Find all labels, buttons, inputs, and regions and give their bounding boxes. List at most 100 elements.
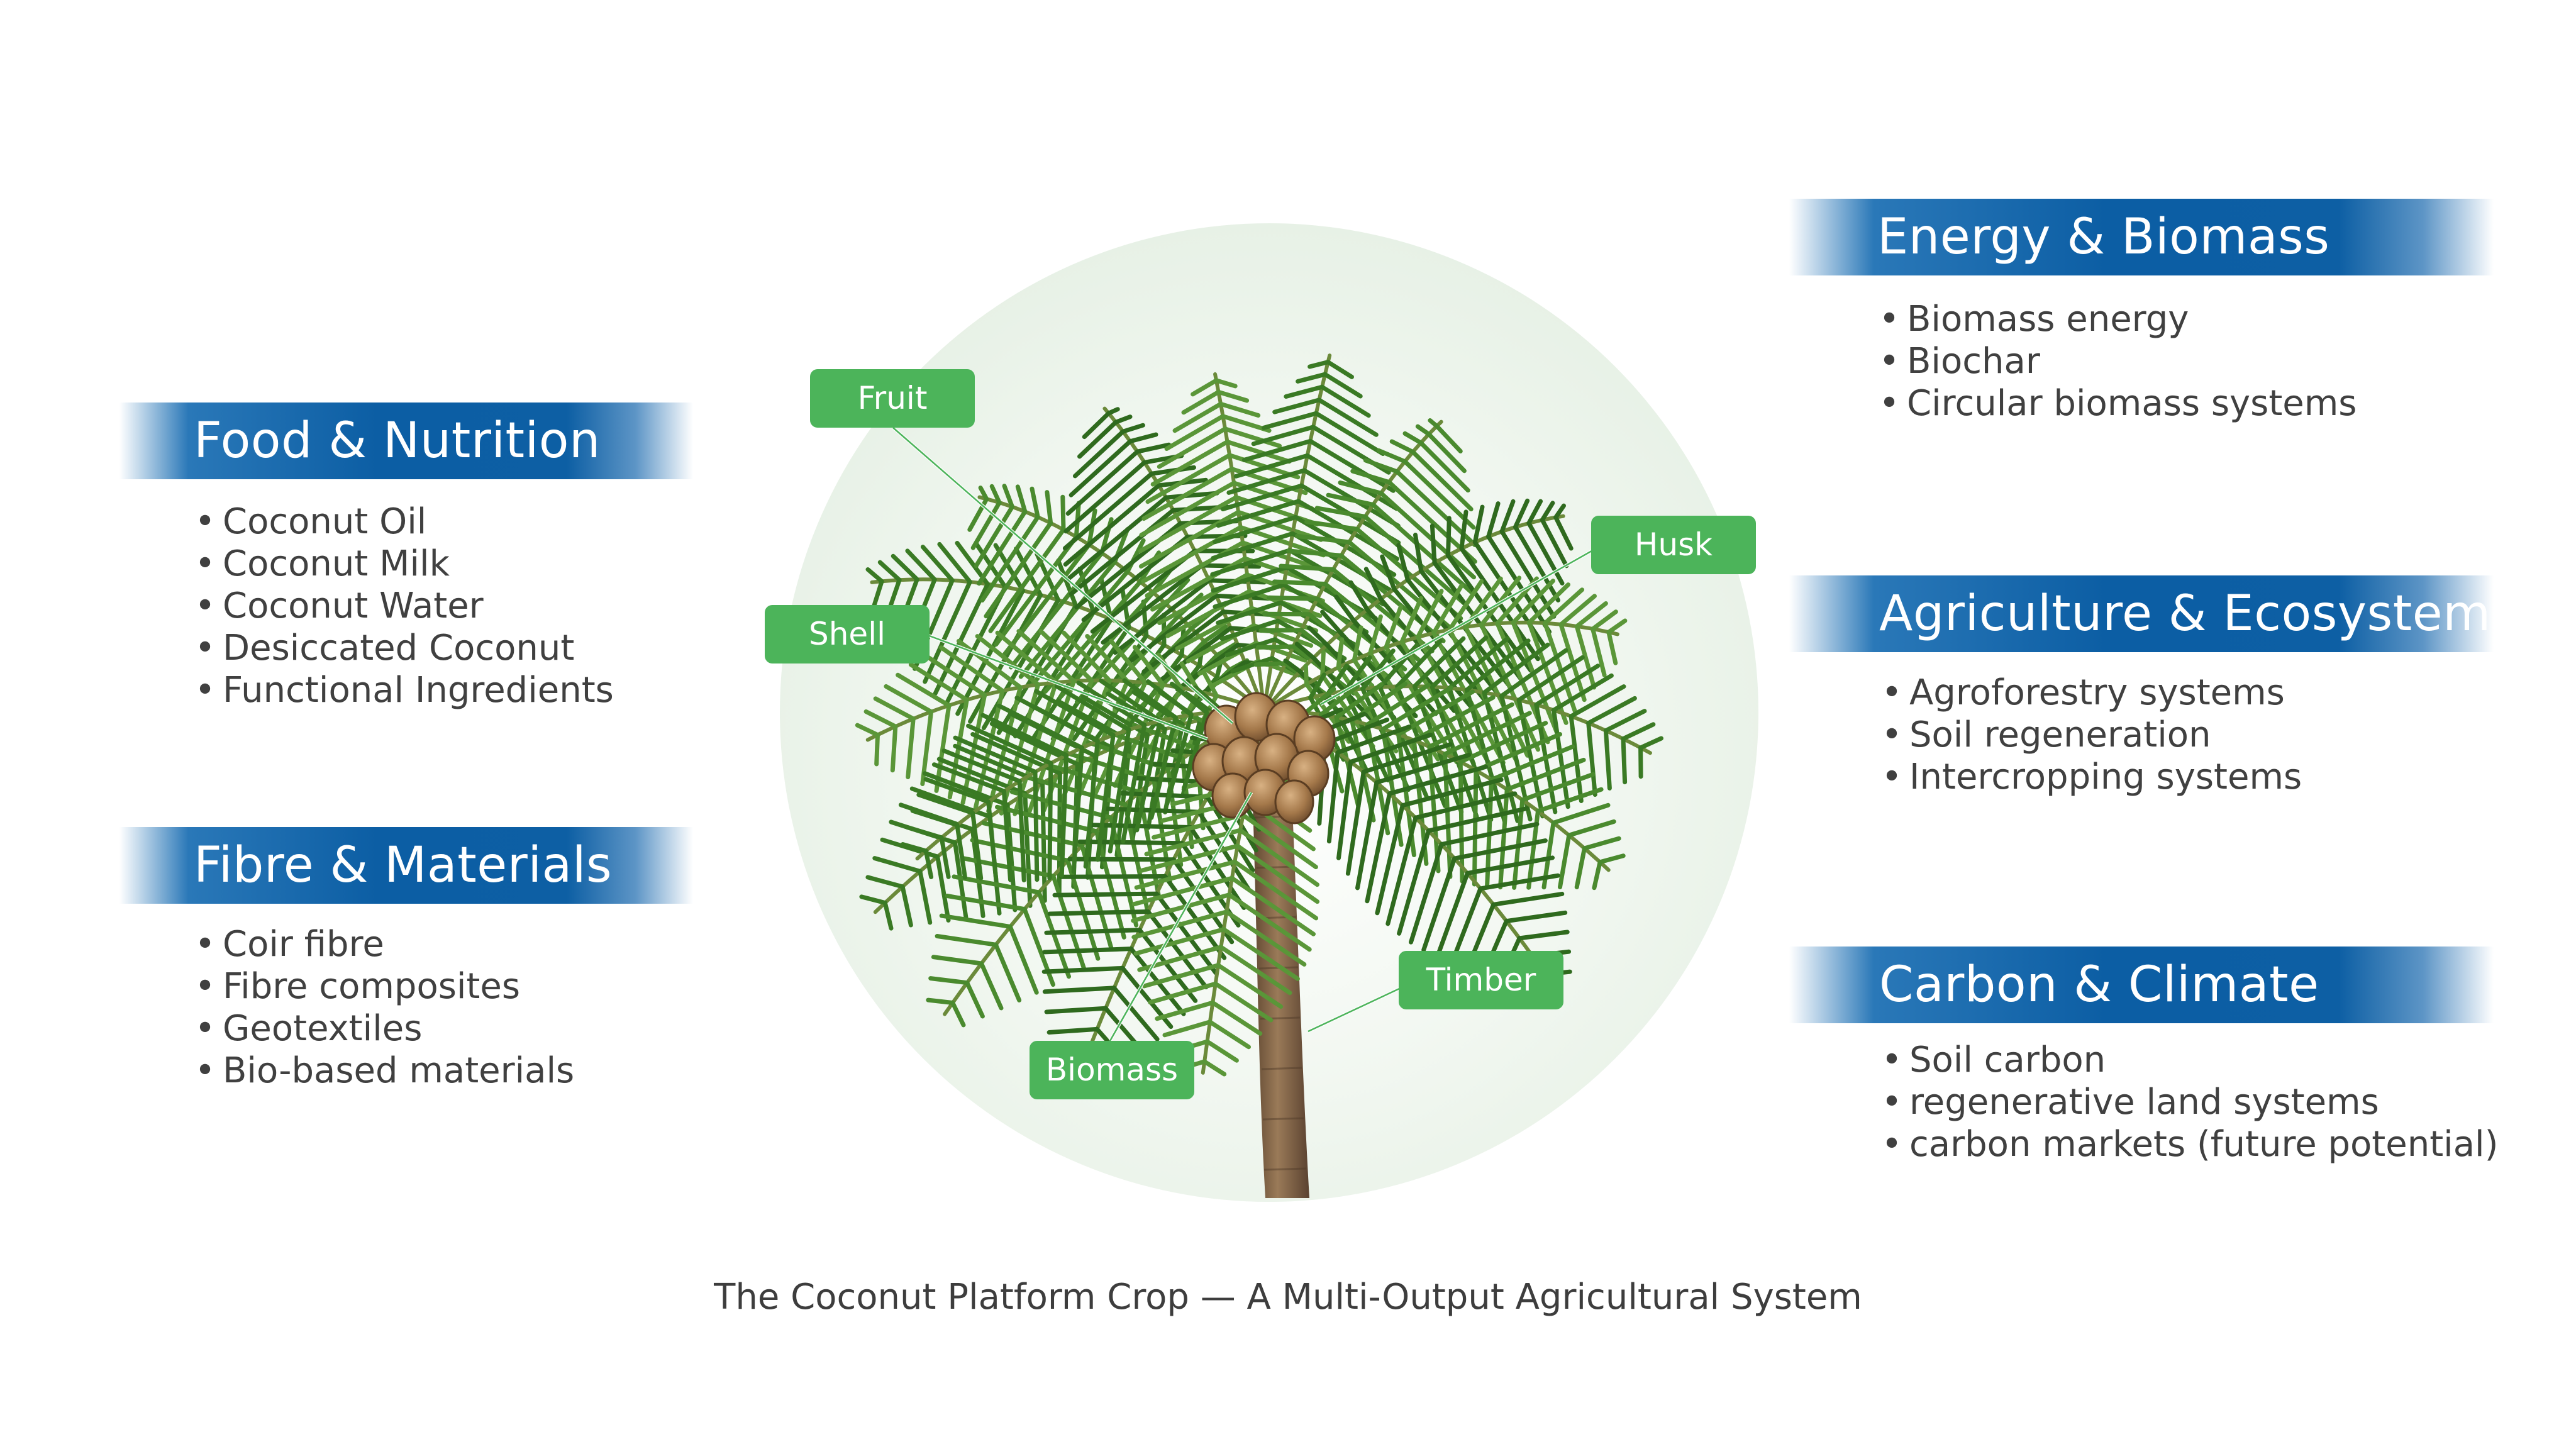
- frond-leaflet: [1426, 431, 1467, 474]
- frond-leaflet: [1191, 378, 1219, 397]
- frond-leaflet: [1374, 753, 1472, 785]
- frond-leaflet: [1165, 713, 1194, 806]
- frond-leaflet: [1211, 565, 1289, 593]
- frond-leaflet: [1057, 678, 1112, 809]
- frond-leaflet: [1499, 499, 1516, 534]
- frond-leaflet: [1379, 491, 1476, 580]
- frond-leaflet: [1150, 440, 1230, 487]
- frond-leaflet: [1241, 813, 1318, 870]
- frond-leaflet: [980, 713, 1069, 758]
- frond-leaflet: [1296, 372, 1328, 384]
- frond-leaflet: [1376, 448, 1407, 464]
- frond-leaflet: [1319, 384, 1371, 418]
- frond-leaflet: [928, 976, 970, 985]
- frond-leaflet: [1443, 711, 1532, 757]
- frond-leaflet: [1002, 484, 1014, 509]
- frond-leaflet: [939, 835, 951, 879]
- frond-leaflet: [953, 735, 1038, 774]
- frond-leaflet: [1009, 789, 1113, 820]
- frond-leaflet: [1141, 609, 1226, 674]
- frond-leaflet: [1113, 578, 1211, 655]
- frond-leaflet: [1384, 604, 1403, 650]
- frond-leaflet: [1336, 760, 1353, 860]
- frond-leaflet: [1038, 629, 1094, 683]
- frond-leaflet: [1132, 645, 1165, 687]
- frond-leaflet: [1126, 593, 1219, 665]
- frond-leaflet: [1543, 621, 1577, 714]
- list-item: carbon markets (future potential): [1878, 1123, 2498, 1165]
- frond-leaflet: [1145, 540, 1245, 598]
- banner-fibre-materials-title: Fibre & Materials: [194, 837, 613, 894]
- frond-leaflet: [1017, 779, 1026, 882]
- frond-leaflet: [1603, 709, 1647, 733]
- frond-rib: [1262, 620, 1619, 713]
- frond-leaflet: [1308, 672, 1326, 700]
- frond-leaflet: [1536, 787, 1604, 814]
- frond-leaflet: [1478, 873, 1560, 891]
- frond-leaflet: [1133, 927, 1226, 956]
- frond-leaflet: [1638, 736, 1663, 750]
- frond-leaflet: [1355, 780, 1379, 891]
- frond-leaflet: [994, 535, 1079, 647]
- frond-leaflet: [966, 723, 1053, 765]
- frond-leaflet: [1552, 673, 1614, 713]
- frond-leaflet: [1083, 739, 1100, 869]
- frond-leaflet: [980, 514, 1040, 602]
- frond-leaflet: [1063, 483, 1162, 567]
- frond-leaflet: [874, 733, 880, 767]
- frond-leaflet: [1065, 449, 1140, 516]
- frond-leaflet: [1131, 909, 1229, 940]
- list-item: Bio-based materials: [191, 1050, 574, 1092]
- frond-leaflet: [1146, 909, 1209, 990]
- frond-leaflet: [1218, 945, 1292, 996]
- frond-leaflet: [1065, 495, 1169, 582]
- frond-leaflet: [1041, 965, 1125, 974]
- frond-leaflet: [1238, 828, 1319, 887]
- frond-leaflet: [1138, 843, 1240, 874]
- frond-leaflet: [965, 980, 985, 1019]
- frond-leaflet: [1227, 892, 1312, 952]
- frond-leaflet: [908, 662, 969, 702]
- frond-leaflet: [979, 961, 1004, 1011]
- frond-leaflet: [1409, 842, 1444, 945]
- frond-leaflet: [1226, 468, 1307, 495]
- frond-leaflet: [1415, 589, 1444, 640]
- frond-rib: [1102, 406, 1266, 713]
- frond-leaflet: [967, 496, 989, 532]
- frond-leaflet: [1459, 509, 1468, 551]
- frond-leaflet: [1603, 728, 1612, 791]
- frond-leaflet: [1334, 594, 1357, 623]
- frond-leaflet: [953, 840, 969, 921]
- frond-leaflet: [923, 848, 934, 879]
- frond-leaflet: [1283, 658, 1302, 674]
- list-fibre-materials: Coir fibre Fibre composites Geotextiles …: [191, 923, 574, 1092]
- frond-leaflet: [1030, 569, 1130, 687]
- frond-leaflet: [859, 894, 887, 905]
- frond-leaflet: [1135, 718, 1163, 833]
- frond-leaflet: [935, 934, 998, 947]
- frond-leaflet: [1214, 378, 1238, 389]
- frond-leaflet: [1138, 509, 1241, 569]
- frond-leaflet: [1216, 600, 1284, 625]
- frond-leaflet: [1216, 389, 1250, 403]
- label-shell: Shell: [765, 605, 930, 663]
- frond-leaflet: [910, 808, 960, 828]
- frond-leaflet: [1045, 490, 1053, 526]
- frond-leaflet: [918, 869, 933, 925]
- list-agriculture-ecosystem: Agroforestry systems Soil regeneration I…: [1878, 672, 2302, 798]
- frond-leaflet: [1169, 681, 1209, 715]
- frond-leaflet: [884, 684, 934, 714]
- frond-leaflet: [1387, 764, 1489, 796]
- banner-food-nutrition: Food & Nutrition: [119, 402, 693, 479]
- frond-leaflet: [1148, 981, 1218, 1005]
- frond-leaflet: [1122, 678, 1178, 720]
- frond-leaflet: [1077, 839, 1184, 846]
- frond-leaflet: [1221, 927, 1300, 981]
- frond-leaflet: [1224, 909, 1307, 967]
- frond-leaflet: [1574, 624, 1597, 690]
- frond-leaflet: [941, 748, 1022, 784]
- frond-leaflet: [1047, 761, 1053, 880]
- frond-leaflet: [1402, 431, 1423, 445]
- frond-leaflet: [1286, 548, 1343, 558]
- frond-leaflet: [1112, 985, 1160, 1041]
